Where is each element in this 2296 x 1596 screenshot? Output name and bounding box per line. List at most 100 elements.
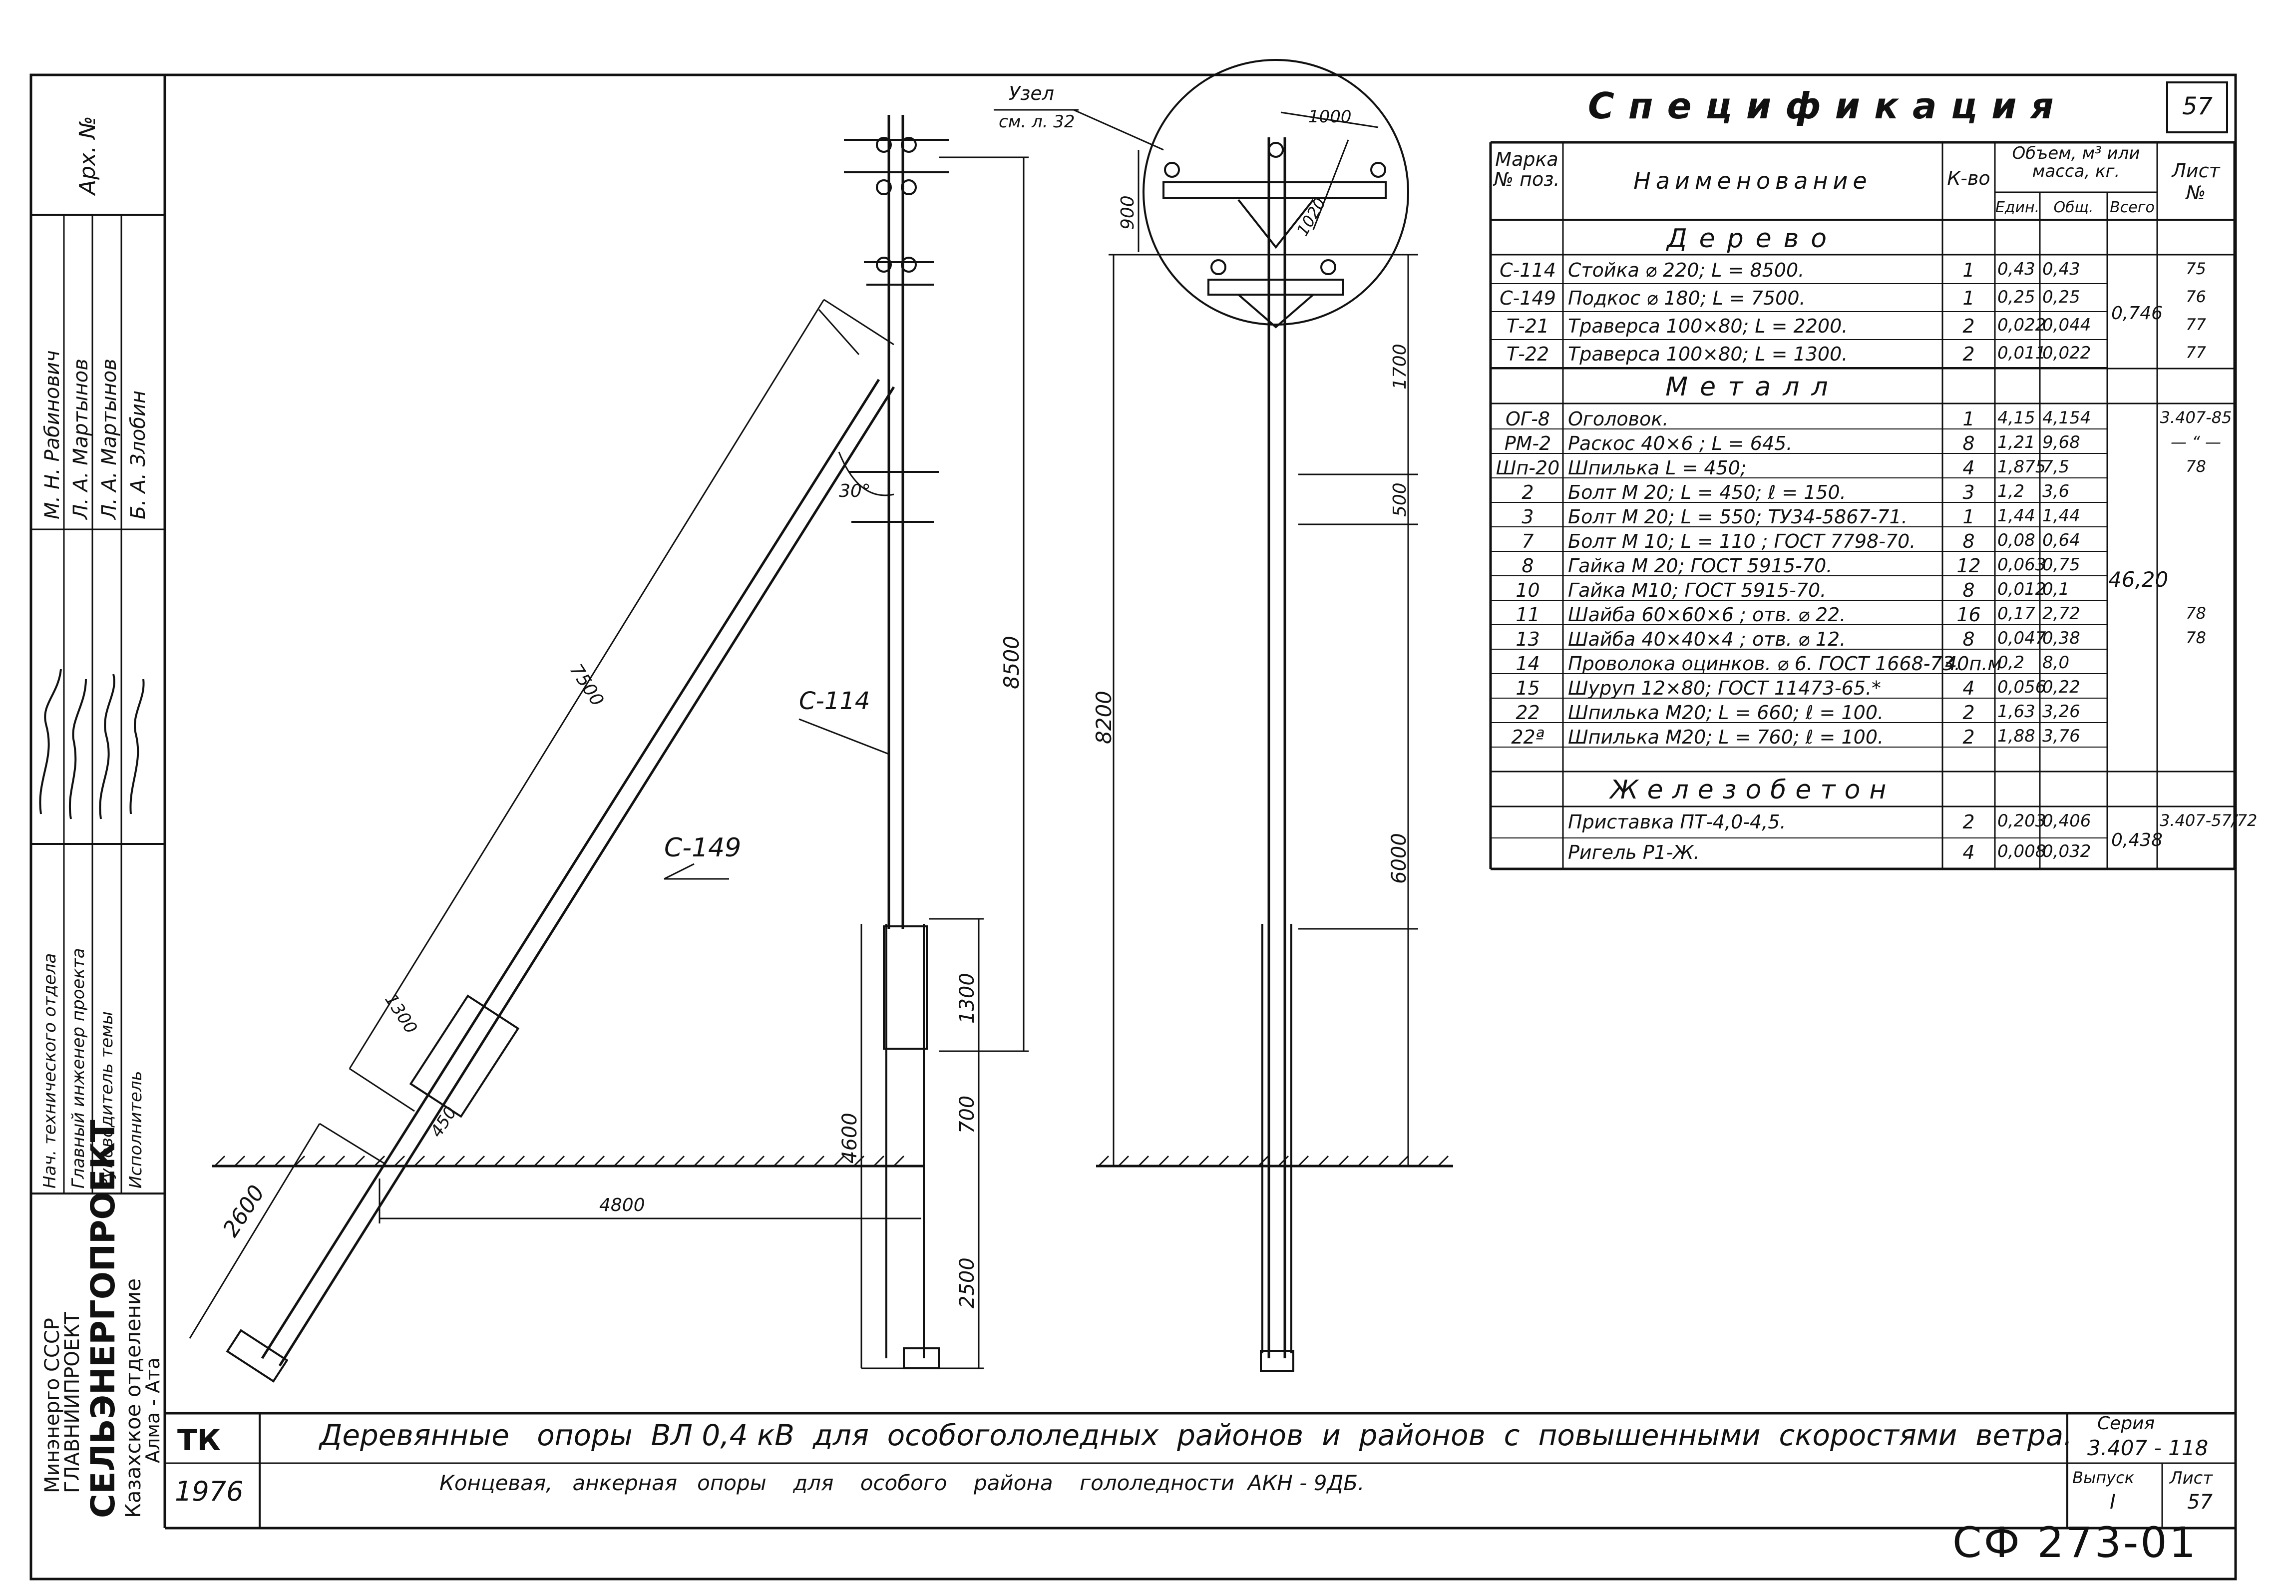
table-cell-unit: 1,63 bbox=[1997, 702, 2035, 722]
table-cell-sheet: 78 bbox=[2186, 604, 2206, 623]
table-cell-unit: 1,2 bbox=[1997, 481, 2025, 501]
table-cell-sheet: 3.407-85 bbox=[2160, 408, 2232, 427]
table-cell-total: 0,406 bbox=[2042, 811, 2091, 831]
table-cell-qty: 1 bbox=[1962, 408, 1975, 430]
section-total: 0,746 bbox=[2111, 303, 2163, 324]
table-cell-qty: 4 bbox=[1962, 677, 1975, 699]
table-cell-unit: 0,008 bbox=[1997, 841, 2046, 861]
table-cell-mark: 22 bbox=[1516, 702, 1540, 724]
table-cell-qty: 1 bbox=[1962, 259, 1975, 281]
table-cell-total: 0,38 bbox=[2042, 628, 2080, 648]
table-cell-mark: 15 bbox=[1516, 677, 1540, 699]
section-title: Дерево bbox=[1666, 224, 1839, 254]
table-cell-total: 3,76 bbox=[2042, 726, 2080, 746]
table-cell-total: 8,0 bbox=[2042, 653, 2070, 673]
table-cell-unit: 4,15 bbox=[1997, 408, 2035, 428]
table-cell-unit: 1,88 bbox=[1997, 726, 2035, 746]
table-cell-name: Стойка ⌀ 220; L = 8500. bbox=[1568, 259, 1805, 281]
table-cell-total: 0,22 bbox=[2042, 677, 2080, 697]
drawing-title: Деревянные опоры ВЛ 0,4 кВ для особоголо… bbox=[320, 1418, 2073, 1452]
table-cell-qty: 2 bbox=[1962, 315, 1975, 337]
table-cell-qty: 3 bbox=[1962, 481, 1975, 503]
col-unit-header: Един. bbox=[1995, 199, 2040, 216]
section-total: 46,20 bbox=[2108, 567, 2169, 592]
table-cell-qty: 8 bbox=[1962, 530, 1975, 552]
col-qty-header: К-во bbox=[1947, 167, 1990, 189]
table-cell-mark: 13 bbox=[1516, 628, 1540, 650]
angle-label: 30° bbox=[839, 481, 871, 501]
table-cell-sheet: 75 bbox=[2186, 259, 2206, 278]
table-cell-qty: 8 bbox=[1962, 579, 1975, 601]
table-cell-name: Шпилька L = 450; bbox=[1568, 457, 1747, 479]
table-cell-name: Подкос ⌀ 180; L = 7500. bbox=[1568, 287, 1806, 309]
dim-label: 1700 bbox=[1390, 344, 1410, 390]
section-title: Металл bbox=[1665, 372, 1840, 402]
table-cell-mark: 8 bbox=[1522, 555, 1534, 577]
table-cell-sheet: 76 bbox=[2186, 287, 2206, 306]
pole-label: С-114 bbox=[799, 687, 870, 715]
table-cell-total: 0,1 bbox=[2042, 579, 2070, 599]
dim-label: 4600 bbox=[838, 1113, 861, 1164]
sheet-label: Лист bbox=[2170, 1468, 2213, 1488]
col-volume-header: Объем, м³ или масса, кг. bbox=[2012, 143, 2140, 181]
table-cell-name: Шпилька М20; L = 760; ℓ = 100. bbox=[1568, 726, 1884, 748]
table-cell-mark: С-149 bbox=[1500, 287, 1556, 309]
dim-label: 700 bbox=[956, 1096, 979, 1134]
table-cell-total: 0,25 bbox=[2042, 287, 2080, 307]
issue-value: I bbox=[2110, 1491, 2116, 1514]
table-cell-qty: 8 bbox=[1962, 628, 1975, 650]
dim-label: 900 bbox=[1118, 195, 1138, 230]
drawing-subtitle: Концевая, анкерная опоры для особого рай… bbox=[439, 1471, 1365, 1495]
table-cell-name: Раскос 40×6 ; L = 645. bbox=[1568, 432, 1793, 454]
table-cell-mark: РМ-2 bbox=[1504, 432, 1551, 454]
section-title: Железобетон bbox=[1610, 775, 1896, 805]
table-cell-unit: 1,875 bbox=[1997, 457, 2046, 477]
table-cell-unit: 0,047 bbox=[1997, 628, 2046, 648]
table-cell-name: Проволока оцинков. ⌀ 6. ГОСТ 1668-73. bbox=[1568, 653, 1960, 675]
table-cell-qty: 40п.м bbox=[1945, 653, 2002, 675]
table-cell-mark: 3 bbox=[1522, 506, 1534, 528]
dim-label: 4800 bbox=[599, 1195, 645, 1215]
table-cell-total: 9,68 bbox=[2042, 432, 2080, 452]
table-cell-total: 7,5 bbox=[2042, 457, 2070, 477]
dim-label: 1000 bbox=[1308, 107, 1352, 127]
table-cell-name: Болт М 20; L = 550; ТУ34-5867-71. bbox=[1568, 506, 1908, 528]
node-label: Узел bbox=[1009, 82, 1054, 104]
table-cell-unit: 0,203 bbox=[1997, 811, 2046, 831]
table-cell-mark: Шп-20 bbox=[1496, 457, 1560, 479]
table-cell-mark: Т-21 bbox=[1506, 315, 1549, 337]
sheet-value: 57 bbox=[2187, 1491, 2213, 1514]
table-cell-name: Гайка М 20; ГОСТ 5915-70. bbox=[1568, 555, 1833, 577]
table-cell-name: Траверса 100×80; L = 1300. bbox=[1568, 343, 1848, 365]
table-cell-total: 2,72 bbox=[2042, 604, 2080, 624]
table-cell-total: 0,032 bbox=[2042, 841, 2091, 861]
table-cell-qty: 4 bbox=[1962, 841, 1975, 863]
dim-label: 2500 bbox=[956, 1257, 979, 1308]
table-cell-mark: 7 bbox=[1522, 530, 1534, 552]
dim-label: 8500 bbox=[999, 636, 1024, 689]
table-cell-total: 3,26 bbox=[2042, 702, 2080, 722]
table-cell-unit: 0,056 bbox=[1997, 677, 2046, 697]
table-cell-mark: С-114 bbox=[1500, 259, 1556, 281]
node-ref: см. л. 32 bbox=[999, 112, 1075, 132]
col-total-header: Общ. bbox=[2053, 199, 2094, 216]
table-cell-unit: 0,012 bbox=[1997, 579, 2046, 599]
table-cell-sheet: — “ — bbox=[2171, 432, 2221, 451]
table-cell-qty: 2 bbox=[1962, 726, 1975, 748]
series-label: Серия bbox=[2097, 1413, 2155, 1434]
table-cell-name: Шайба 60×60×6 ; отв. ⌀ 22. bbox=[1568, 604, 1846, 626]
issue-label: Выпуск bbox=[2072, 1468, 2134, 1487]
table-cell-total: 0,044 bbox=[2042, 315, 2091, 335]
table-cell-total: 4,154 bbox=[2042, 408, 2091, 428]
table-cell-mark: 22ª bbox=[1511, 726, 1544, 748]
table-cell-sheet: 77 bbox=[2186, 343, 2206, 362]
table-cell-sheet: 78 bbox=[2186, 628, 2206, 647]
signatures bbox=[39, 669, 145, 819]
table-cell-name: Шуруп 12×80; ГОСТ 11473-65.* bbox=[1568, 677, 1882, 699]
table-cell-qty: 4 bbox=[1962, 457, 1975, 479]
table-cell-mark: 2 bbox=[1522, 481, 1534, 503]
table-cell-total: 0,43 bbox=[2042, 259, 2080, 279]
col-all-header: Всего bbox=[2110, 199, 2155, 216]
section-total: 0,438 bbox=[2111, 830, 2163, 850]
